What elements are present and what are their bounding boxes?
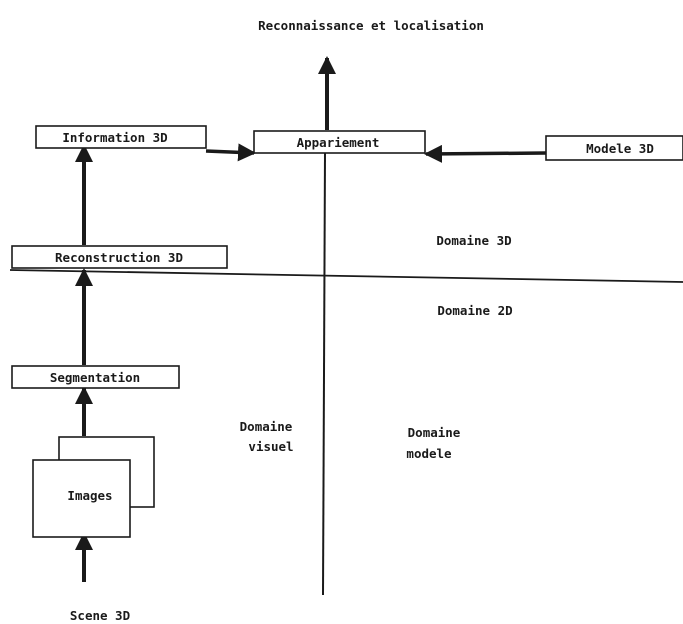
- domaine-modele-line1: Domaine: [408, 425, 461, 440]
- domaine-2d-label: Domaine 2D: [437, 303, 512, 318]
- images-front-page: [32, 459, 131, 538]
- segmentation-box: [11, 365, 180, 389]
- reconstruction-box: [11, 245, 228, 269]
- scene-3d-label: Scene 3D: [70, 608, 130, 623]
- arrow-modele-to-appariement: [424, 144, 547, 163]
- appariement-label: Appariement: [297, 135, 380, 150]
- arrow-information-to-appariement: [205, 143, 256, 162]
- segmentation-label: Segmentation: [50, 370, 140, 385]
- domaine-3d-label: Domaine 3D: [436, 233, 511, 248]
- domaine-visuel-line1: Domaine: [240, 419, 293, 434]
- domaine-modele-line2: modele: [406, 446, 452, 461]
- information-box: [35, 125, 207, 149]
- modele-3d-label: Modele 3D: [586, 141, 654, 156]
- appariement-box: [253, 130, 426, 154]
- images-label: Images: [67, 488, 112, 503]
- divider-visuel-modele: [322, 151, 326, 596]
- diagram-title: Reconnaissance et localisation: [258, 18, 484, 33]
- information-label: Information 3D: [62, 130, 167, 145]
- divider-3d-2d: [9, 269, 683, 283]
- reconstruction-label: Reconstruction 3D: [55, 250, 183, 265]
- modele-3d-box: [545, 135, 683, 161]
- domaine-visuel-line2: visuel: [248, 439, 293, 454]
